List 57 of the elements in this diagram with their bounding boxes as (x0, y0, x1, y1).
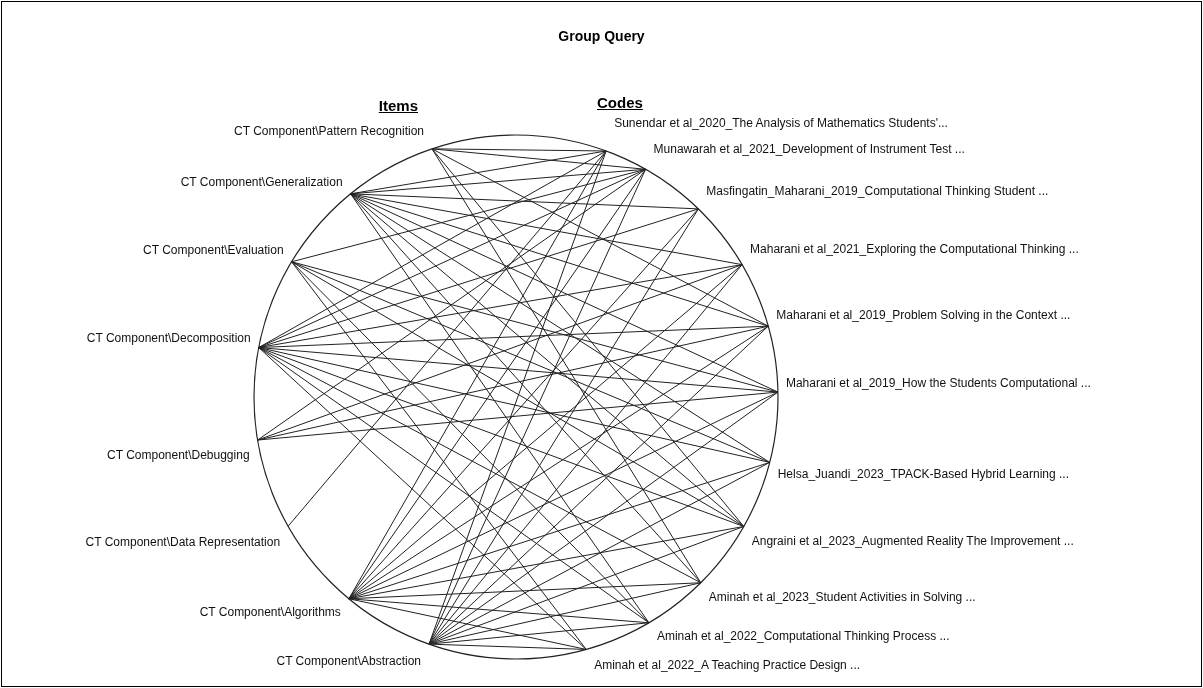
node-label: Sunendar et al_2020_The Analysis of Mathematics Students'... (614, 116, 948, 130)
connector-line (431, 148, 745, 527)
connector-line (350, 193, 699, 210)
connector-line (257, 325, 769, 441)
column-heading: Items (378, 97, 418, 114)
connector-line (428, 325, 769, 645)
connector-line (348, 264, 743, 600)
connector-line (257, 168, 647, 441)
node-label: Maharani et al_2019_How the Students Computational ... (785, 376, 1091, 390)
node-label: CT Component\Decomposition (86, 331, 251, 345)
connector-line (428, 208, 699, 645)
node-label: CT Component\Abstraction (276, 654, 421, 668)
connector-line (348, 598, 587, 650)
connector-line (350, 193, 745, 527)
column-heading: Codes (597, 94, 643, 111)
connector-line (348, 150, 607, 600)
node-label: Masfingatin_Maharani_2019_Computational Thinking Student ... (706, 184, 1049, 198)
connector-line (258, 347, 587, 650)
connector-line (258, 208, 699, 348)
node-label: Munawarah et al_2021_Development of Instrument Test ... (653, 142, 965, 156)
connector-line (287, 150, 607, 527)
connector-line (431, 148, 647, 170)
connector-line (428, 643, 587, 650)
node-label: Angraini et al_2023_Augmented Reality The Improvement ... (751, 534, 1074, 548)
connector-line (431, 148, 769, 327)
connector-line (350, 193, 769, 327)
node-label: Aminah et al_2022_Computational Thinking Process ... (656, 629, 950, 643)
node-label: CT Component\Algorithms (199, 605, 341, 619)
connector-line (428, 622, 650, 645)
connector-line (291, 261, 650, 624)
node-label: Aminah et al_2022_A Teaching Practice Design ... (594, 658, 861, 672)
chart-title: Group Query (557, 28, 646, 44)
node-label: Maharani et al_2019_Problem Solving in the Context ... (776, 308, 1071, 322)
connector-line (428, 391, 779, 645)
connector-line (428, 264, 743, 645)
connector-line (350, 193, 779, 393)
connector-line (258, 347, 702, 584)
node-label: CT Component\Generalization (180, 175, 343, 189)
node-label: CT Component\Evaluation (143, 243, 284, 257)
connector-line (291, 261, 587, 650)
connector-line (291, 261, 745, 527)
connector-line (350, 193, 771, 463)
connector-line (257, 391, 779, 441)
node-label: CT Component\Debugging (107, 448, 250, 462)
node-label: CT Component\Pattern Recognition (234, 124, 424, 138)
connector-line (257, 264, 743, 441)
node-label: Maharani et al_2021_Exploring the Computational Thinking ... (750, 242, 1079, 256)
node-label: CT Component\Data Representation (85, 535, 281, 549)
connector-line (258, 347, 745, 527)
connector-line (348, 461, 771, 600)
connector-line (291, 168, 647, 263)
connector-line (428, 168, 647, 645)
connector-line (258, 150, 607, 348)
connector-line (348, 325, 769, 600)
connector-line (258, 264, 743, 348)
node-label: Aminah et al_2023_Student Activities in Solving ... (708, 590, 976, 604)
node-label: Helsa_Juandi_2023_TPACK-Based Hybrid Learning ... (777, 467, 1069, 481)
